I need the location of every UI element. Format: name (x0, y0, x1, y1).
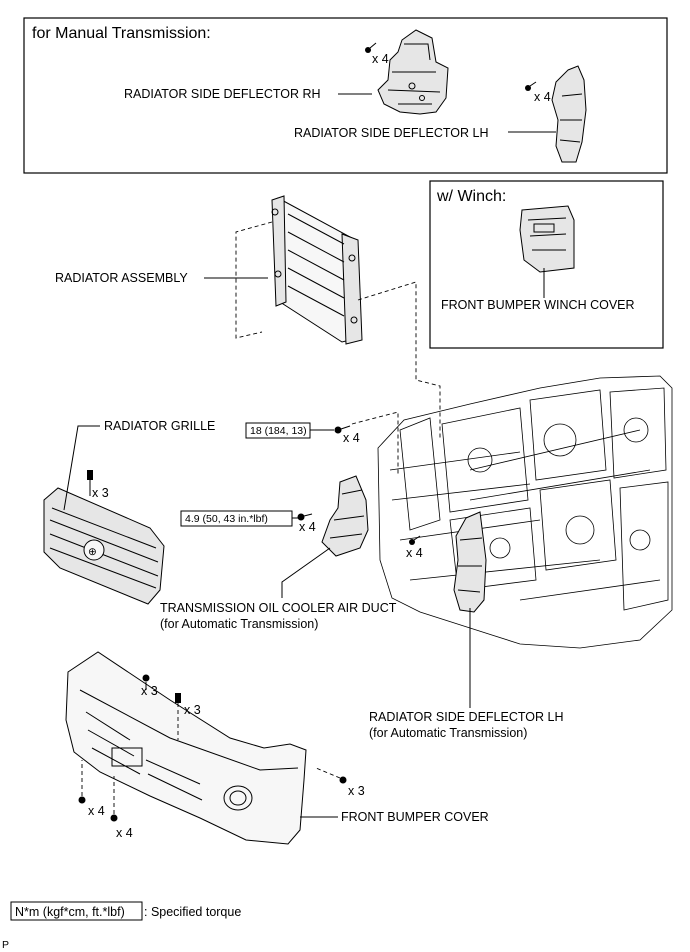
leader-line (281, 547, 331, 598)
front-bumper-cover-label: FRONT BUMPER COVER (341, 810, 489, 824)
winch-panel (429, 180, 664, 349)
front-bumper-cover-part (65, 651, 307, 845)
lh-bolt-count: x 4 (534, 90, 551, 104)
bolt-icon (297, 513, 313, 521)
bumper-top-left-count: x 3 (141, 684, 158, 698)
radiator-side-deflector-rh-part (377, 29, 449, 115)
radiator-grille-label: RADIATOR GRILLE (104, 419, 215, 433)
radiator-assembly-part (271, 195, 363, 345)
engine-bay-illustration (377, 375, 673, 649)
bumper-top-mid-count: x 3 (184, 703, 201, 717)
oil-cooler-duct-label: TRANSMISSION OIL COOLER AIR DUCT (160, 601, 397, 615)
transmission-oil-cooler-air-duct-part (321, 475, 369, 557)
corner-mark: P (2, 939, 9, 951)
bumper-bottom-left-count: x 4 (88, 804, 105, 818)
radiator-grille-part: ⊕ (43, 487, 165, 605)
torque-legend-description: : Specified torque (144, 905, 241, 919)
radiator-side-deflector-lh-auto-part (453, 511, 487, 613)
clip-icon (87, 470, 93, 496)
duct-torque-value: 4.9 (50, 43 in.*lbf) (185, 513, 268, 525)
emblem-icon: ⊕ (88, 546, 97, 558)
winch-header: w/ Winch: (436, 188, 506, 205)
dashed-guide (351, 411, 399, 476)
bolt-icon (78, 760, 86, 804)
radiator-side-deflector-lh-part (551, 65, 587, 163)
bolt-icon (334, 425, 351, 434)
bolt-icon (142, 674, 150, 690)
oil-cooler-duct-sublabel: (for Automatic Transmission) (160, 617, 318, 631)
rh-bolt-count: x 4 (372, 52, 389, 66)
bolt-icon (315, 767, 347, 784)
bolt-icon (365, 42, 377, 53)
bolt-icon (110, 776, 118, 822)
manual-transmission-header: for Manual Transmission: (32, 25, 211, 42)
grille-clip-count: x 3 (92, 486, 109, 500)
dashed-guide (235, 221, 273, 339)
manual-transmission-panel (23, 17, 668, 174)
radiator-assembly-label: RADIATOR ASSEMBLY (55, 271, 188, 285)
deflector-lh-label: RADIATOR SIDE DEFLECTOR LH (294, 126, 488, 140)
dashed-guide (357, 281, 441, 440)
deflector-auto-bolt-count: x 4 (406, 546, 423, 560)
bolt-icon (525, 81, 537, 91)
radiator-torque-value: 18 (184, 13) (250, 425, 307, 437)
deflector-lh-auto-label: RADIATOR SIDE DEFLECTOR LH (369, 710, 563, 724)
bumper-right-count: x 3 (348, 784, 365, 798)
torque-legend-units: N*m (kgf*cm, ft.*lbf) (15, 905, 125, 919)
front-bumper-winch-cover-part (519, 205, 575, 273)
clip-icon (175, 693, 181, 740)
deflector-rh-label: RADIATOR SIDE DEFLECTOR RH (124, 87, 321, 101)
duct-bolt-count: x 4 (299, 520, 316, 534)
radiator-bolt-count: x 4 (343, 431, 360, 445)
bolt-icon (409, 535, 421, 545)
leader-line (63, 425, 100, 511)
torque-legend-box (10, 901, 143, 921)
bumper-bottom-mid-count: x 4 (116, 826, 133, 840)
deflector-lh-auto-sublabel: (for Automatic Transmission) (369, 726, 527, 740)
winch-cover-label: FRONT BUMPER WINCH COVER (441, 298, 635, 312)
